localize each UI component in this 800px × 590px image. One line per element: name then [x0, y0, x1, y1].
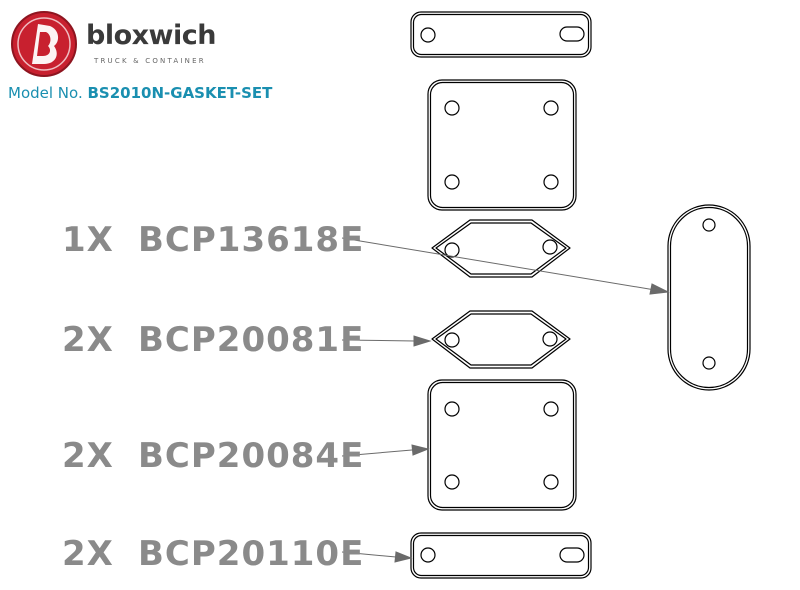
- brand-name: bloxwich: [86, 20, 216, 51]
- part-qty: 2X: [62, 534, 114, 574]
- gasket-square-lower: [427, 379, 577, 511]
- leader-arrow-1: [341, 237, 670, 295]
- brand-logo: bloxwich TRUCK & CONTAINER: [10, 10, 230, 80]
- gasket-strip-bottom: [410, 532, 592, 579]
- leader-arrow-3: [341, 444, 430, 457]
- gasket-strip-top: [410, 11, 592, 58]
- bloxwich-logo-icon: [11, 11, 77, 77]
- gasket-oval: [667, 204, 751, 391]
- gasket-hexagon-upper: [431, 219, 571, 278]
- part-code: BCP20081E: [138, 320, 365, 360]
- model-number-line: Model No. BS2010N-GASKET-SET: [8, 84, 272, 102]
- part-label-2: 2X BCP20081E: [62, 323, 364, 357]
- part-code: BCP13618E: [138, 220, 365, 260]
- gasket-square-upper: [427, 79, 577, 211]
- model-number: BS2010N-GASKET-SET: [87, 84, 273, 102]
- leader-arrow-2: [341, 335, 432, 347]
- part-code: BCP20110E: [138, 534, 365, 574]
- gasket-hexagon-lower: [431, 310, 571, 369]
- part-qty: 2X: [62, 320, 114, 360]
- part-label-3: 2X BCP20084E: [62, 439, 364, 473]
- brand-tagline: TRUCK & CONTAINER: [94, 57, 206, 65]
- part-code: BCP20084E: [138, 436, 365, 476]
- part-qty: 1X: [62, 220, 114, 260]
- part-label-1: 1X BCP13618E: [62, 223, 364, 257]
- part-label-4: 2X BCP20110E: [62, 537, 364, 571]
- model-prefix: Model No.: [8, 84, 83, 102]
- leader-arrow-4: [341, 551, 413, 563]
- part-qty: 2X: [62, 436, 114, 476]
